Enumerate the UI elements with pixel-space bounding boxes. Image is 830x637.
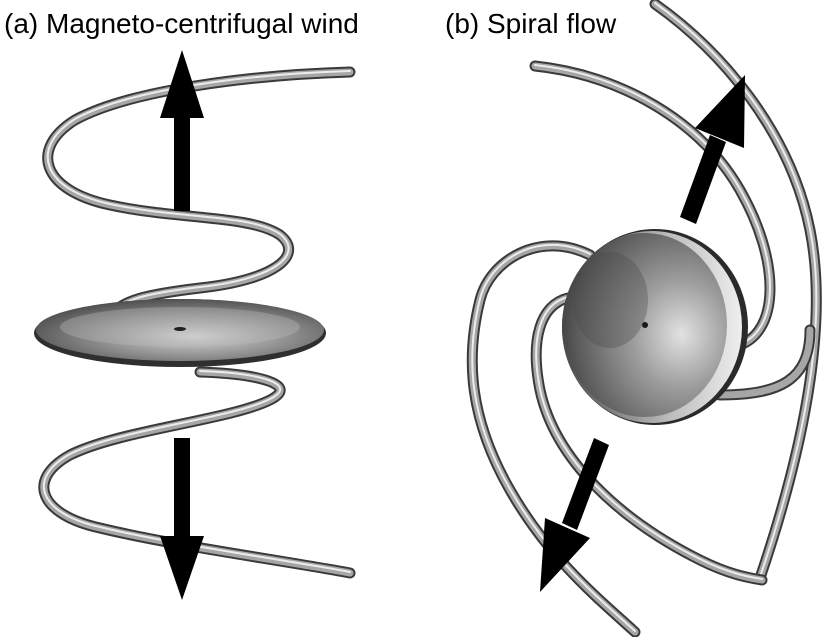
panel-b [466, 0, 822, 637]
outflow-arrow-down [160, 438, 204, 600]
panel-b-title: (b) Spiral flow [445, 8, 617, 39]
spiral-arm-lower-loop [714, 324, 816, 401]
accretion-disk-b [562, 229, 748, 425]
spiral-arrow-down-left [540, 438, 609, 592]
spiral-arm-outer-right [649, 0, 822, 584]
panel-a [34, 50, 356, 600]
spiral-arm-inner-right [529, 60, 776, 351]
accretion-disk-a [34, 299, 326, 367]
spiral-arm-outer-left [466, 240, 641, 637]
field-line-upper [42, 66, 356, 324]
outflow-arrow-up [160, 50, 204, 211]
panel-a-title: (a) Magneto-centrifugal wind [4, 8, 359, 39]
spiral-arrow-up-right [680, 75, 745, 224]
